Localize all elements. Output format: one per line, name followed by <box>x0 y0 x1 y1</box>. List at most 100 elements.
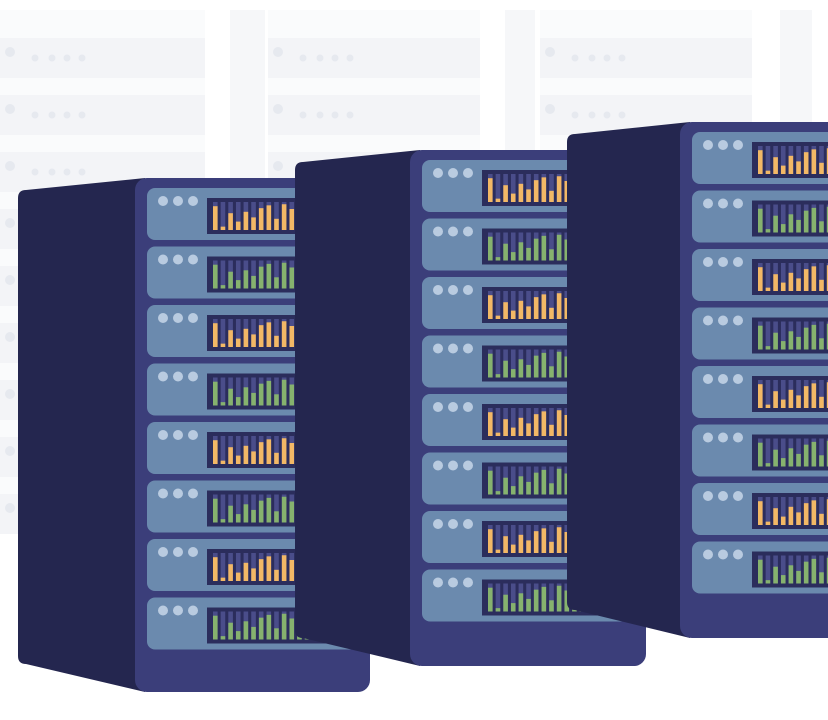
activity-bar <box>564 298 570 319</box>
activity-bar-track <box>780 146 786 174</box>
activity-bar <box>495 432 501 436</box>
activity-bar-track <box>251 494 256 523</box>
activity-bar <box>564 181 570 202</box>
activity-bar <box>213 206 218 230</box>
activity-bar <box>526 189 531 202</box>
activity-bar <box>780 399 786 408</box>
activity-bar-track <box>495 408 501 436</box>
background-led <box>31 168 39 176</box>
activity-bar-track <box>220 260 226 289</box>
activity-bar <box>811 324 817 350</box>
background-led <box>618 54 626 62</box>
activity-bar <box>765 346 771 350</box>
activity-bar-track <box>796 321 801 350</box>
activity-bar <box>235 631 241 640</box>
activity-bar <box>549 366 554 378</box>
activity-bar <box>243 504 249 523</box>
status-led-icon <box>158 196 168 206</box>
status-led-icon <box>448 402 458 412</box>
activity-bar <box>526 423 531 436</box>
status-led-icon <box>448 168 458 178</box>
activity-bar-track <box>526 525 531 553</box>
activity-bar-track <box>251 319 256 347</box>
activity-bar <box>526 306 531 319</box>
activity-bar <box>765 521 771 525</box>
activity-bar-track <box>549 291 554 319</box>
activity-bar <box>503 302 508 319</box>
activity-bar <box>488 529 493 553</box>
server-unit <box>692 132 828 184</box>
status-led-icon <box>718 315 728 326</box>
activity-bar <box>274 335 279 347</box>
activity-bar <box>266 322 272 347</box>
status-led-icon <box>718 140 728 150</box>
activity-bar <box>803 210 809 233</box>
background-led <box>346 111 354 119</box>
activity-bar <box>788 565 794 584</box>
activity-bar <box>758 384 763 408</box>
activity-bar <box>811 149 817 174</box>
activity-bar <box>251 334 256 347</box>
activity-bar <box>773 215 778 233</box>
status-led-icon <box>718 491 728 501</box>
activity-bar <box>266 263 272 289</box>
server-unit <box>692 307 828 360</box>
activity-bar <box>518 593 524 612</box>
activity-bar <box>780 516 786 525</box>
background-led <box>331 54 339 62</box>
activity-bar <box>503 185 508 202</box>
activity-bar <box>556 527 562 553</box>
activity-bar <box>826 557 828 584</box>
activity-bar <box>765 170 771 174</box>
activity-bar <box>228 213 233 230</box>
activity-bar-track <box>796 146 801 174</box>
activity-bar <box>826 499 828 525</box>
activity-bar <box>533 414 539 436</box>
activity-bar <box>811 558 817 584</box>
server-unit <box>692 249 828 301</box>
status-led-icon <box>703 198 713 209</box>
activity-bar <box>819 513 824 525</box>
activity-bar-track <box>235 553 241 581</box>
activity-bar <box>758 150 763 174</box>
status-led-icon <box>703 257 713 267</box>
status-led-icon <box>733 432 743 443</box>
activity-bar-track <box>780 380 786 408</box>
activity-bar <box>780 341 786 350</box>
activity-bar <box>510 603 516 612</box>
activity-bar-track <box>549 525 554 553</box>
activity-bar-track <box>780 263 786 291</box>
activity-bar-track <box>235 260 241 289</box>
activity-bar-track <box>251 202 256 230</box>
activity-bar <box>541 528 547 553</box>
activity-bar <box>289 209 295 230</box>
activity-bar <box>488 587 493 612</box>
background-led <box>545 47 555 57</box>
activity-bar <box>228 330 233 347</box>
activity-bar <box>495 549 501 553</box>
activity-bar <box>281 321 287 347</box>
activity-bar <box>556 410 562 436</box>
activity-bar <box>788 506 794 525</box>
activity-bar-track <box>510 349 516 378</box>
server-unit <box>692 424 828 477</box>
activity-bar-track <box>495 291 501 319</box>
status-led-icon <box>173 313 183 323</box>
status-led-icon <box>733 198 743 209</box>
activity-bar <box>788 272 794 291</box>
status-led-icon <box>733 315 743 326</box>
activity-bar <box>220 343 226 347</box>
activity-bar <box>758 442 763 467</box>
activity-bar <box>228 447 233 464</box>
activity-bar-track <box>796 497 801 525</box>
activity-bar <box>274 277 279 289</box>
activity-bar <box>266 497 272 523</box>
activity-bar <box>803 503 809 525</box>
status-led-icon <box>433 402 443 412</box>
status-led-icon <box>703 549 713 560</box>
background-led <box>5 503 15 513</box>
activity-bar <box>281 613 287 640</box>
activity-bar-track <box>251 377 256 406</box>
activity-bar <box>533 531 539 553</box>
activity-bar <box>220 402 226 406</box>
